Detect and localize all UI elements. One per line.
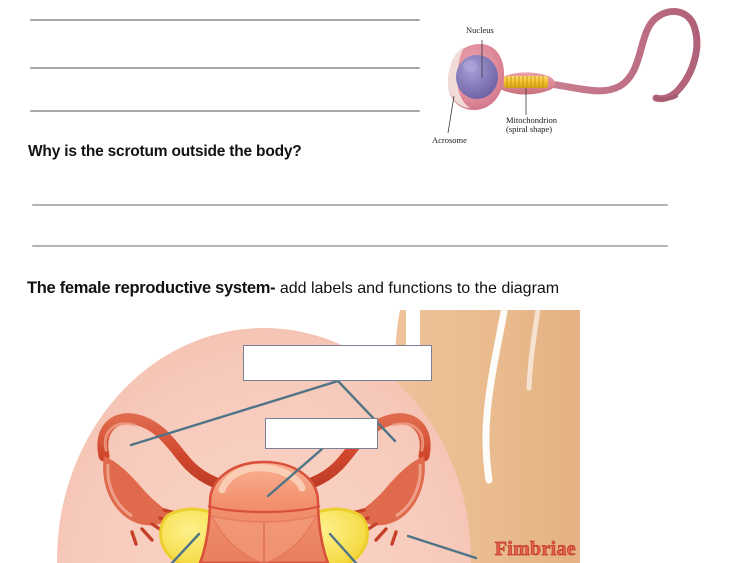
female-reproductive-system-diagram: Fimbriae: [42, 310, 580, 563]
sperm-label-nucleus: Nucleus: [466, 25, 494, 35]
answer-line-3: [30, 110, 420, 112]
fimbriae-label: Fimbriae: [494, 538, 576, 561]
sperm-label-acrosome: Acrosome: [432, 135, 467, 145]
section-heading-light: add labels and functions to the diagram: [275, 280, 560, 297]
answer-line-5: [32, 245, 668, 247]
label-box-lower[interactable]: [265, 418, 378, 449]
scrotum-question-heading: Why is the scrotum outside the body?: [28, 143, 302, 160]
answer-line-2: [30, 67, 420, 69]
answer-line-1: [30, 19, 420, 21]
answer-line-4: [32, 204, 668, 206]
section-heading-bold: The female reproductive system-: [27, 279, 276, 297]
female-system-section-heading: The female reproductive system- add labe…: [27, 279, 559, 298]
sperm-label-mitochondrion: Mitochondrion (spiral shape): [506, 115, 557, 134]
label-box-upper[interactable]: [243, 345, 432, 381]
sperm-cell-diagram: Nucleus Acrosome Mitochondrion (spiral s…: [430, 0, 750, 160]
